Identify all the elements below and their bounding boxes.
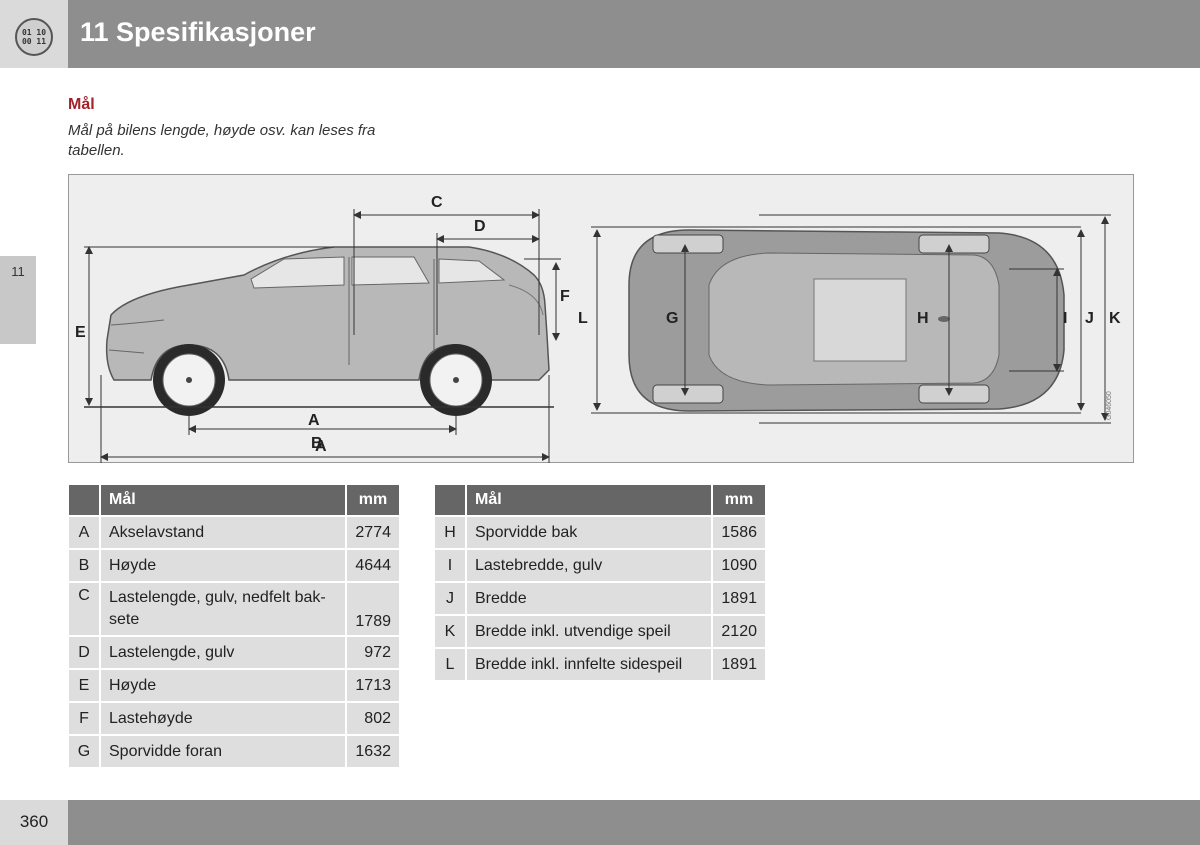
top-dimension-lines xyxy=(591,214,1111,424)
row-value: 1789 xyxy=(347,583,399,635)
section-intro: Mål på bilens lengde, høyde osv. kan les… xyxy=(68,122,376,159)
chapter-side-tab-label: 11 xyxy=(11,264,25,279)
label-j: J xyxy=(1085,310,1094,327)
table-row: A Akselavstand 2774 xyxy=(69,517,399,548)
row-value: 1891 xyxy=(713,649,765,680)
header-left-block: 01 10 00 11 xyxy=(0,0,68,68)
header-desc: Mål xyxy=(467,485,711,515)
page-title: 11 Spesifikasjoner xyxy=(80,17,316,47)
row-value: 4644 xyxy=(347,550,399,581)
header-value: mm xyxy=(713,485,765,515)
row-desc: Akselavstand xyxy=(101,517,345,548)
dimension-label-a: A xyxy=(315,438,327,455)
label-i: I xyxy=(1063,310,1068,327)
row-value: 2774 xyxy=(347,517,399,548)
spec-table-right: Mål mm H Sporvidde bak 1586 I Lastebredd… xyxy=(433,483,767,682)
label-k: K xyxy=(1109,310,1121,327)
row-letter: F xyxy=(69,703,99,734)
label-g: G xyxy=(666,310,679,327)
row-desc: Lastebredde, gulv xyxy=(467,550,711,581)
table-row: D Lastelengde, gulv 972 xyxy=(69,637,399,668)
row-desc: Bredde xyxy=(467,583,711,614)
table-row: J Bredde 1891 xyxy=(435,583,765,614)
row-letter: K xyxy=(435,616,465,647)
row-value: 1891 xyxy=(713,583,765,614)
row-letter: L xyxy=(435,649,465,680)
side-dimension-lines xyxy=(84,209,561,463)
car-dimensions-diagram: A B xyxy=(84,209,1111,463)
table-row: L Bredde inkl. innfelte sidespeil 1891 xyxy=(435,649,765,680)
table-row: B Høyde 4644 xyxy=(69,550,399,581)
row-value: 1632 xyxy=(347,736,399,767)
label-h: H xyxy=(917,310,929,327)
row-value: 802 xyxy=(347,703,399,734)
page-number: 360 xyxy=(19,812,49,831)
row-value: 2120 xyxy=(713,616,765,647)
row-letter: B xyxy=(69,550,99,581)
row-desc: Lastehøyde xyxy=(101,703,345,734)
table-row: H Sporvidde bak 1586 xyxy=(435,517,765,548)
label-l: L xyxy=(578,310,588,327)
footer-left-block xyxy=(0,800,68,845)
row-value: 1090 xyxy=(713,550,765,581)
table-row: C Lastelengde, gulv, nedfelt bak-sete 17… xyxy=(69,583,399,635)
row-letter: I xyxy=(435,550,465,581)
chapter-side-tab xyxy=(0,256,36,344)
dimensions-figure: A B C D E F A B L G H I J K xyxy=(68,174,1134,463)
table-row: F Lastehøyde 802 xyxy=(69,703,399,734)
row-letter: E xyxy=(69,670,99,701)
figure-code: G046050 xyxy=(1106,391,1113,420)
row-value: 1713 xyxy=(347,670,399,701)
table-row: E Høyde 1713 xyxy=(69,670,399,701)
row-letter: G xyxy=(69,736,99,767)
table-header-row: Mål mm xyxy=(435,485,765,515)
row-desc: Bredde inkl. utvendige speil xyxy=(467,616,711,647)
table-row: I Lastebredde, gulv 1090 xyxy=(435,550,765,581)
row-letter: A xyxy=(69,517,99,548)
section-title: Mål xyxy=(68,96,95,113)
label-a: A xyxy=(308,412,320,429)
row-desc: Høyde xyxy=(101,670,345,701)
car-side-view xyxy=(84,246,554,416)
chapter-icon: 01 10 00 11 xyxy=(15,18,53,56)
row-desc: Sporvidde foran xyxy=(101,736,345,767)
header-value: mm xyxy=(347,485,399,515)
row-desc: Lastelengde, gulv xyxy=(101,637,345,668)
row-value: 1586 xyxy=(713,517,765,548)
label-f: F xyxy=(560,288,570,305)
spec-table-left: Mål mm A Akselavstand 2774 B Høyde 4644 … xyxy=(67,483,401,769)
chapter-icon-line-2: 00 11 xyxy=(21,37,47,46)
row-letter: D xyxy=(69,637,99,668)
row-letter: H xyxy=(435,517,465,548)
label-e: E xyxy=(75,324,86,341)
label-c: C xyxy=(431,194,443,211)
table-header-row: Mål mm xyxy=(69,485,399,515)
table-row: K Bredde inkl. utvendige speil 2120 xyxy=(435,616,765,647)
row-letter: C xyxy=(69,583,99,635)
header-letter xyxy=(69,485,99,515)
label-d: D xyxy=(474,218,486,235)
row-value: 972 xyxy=(347,637,399,668)
row-desc: Bredde inkl. innfelte sidespeil xyxy=(467,649,711,680)
row-desc: Sporvidde bak xyxy=(467,517,711,548)
header-letter xyxy=(435,485,465,515)
row-desc: Høyde xyxy=(101,550,345,581)
header-desc: Mål xyxy=(101,485,345,515)
header-bar xyxy=(68,0,1200,68)
label-b: B xyxy=(311,435,323,452)
row-desc: Lastelengde, gulv, nedfelt bak-sete xyxy=(101,583,345,635)
table-row: G Sporvidde foran 1632 xyxy=(69,736,399,767)
chapter-icon-line-1: 01 10 xyxy=(21,28,47,37)
footer-bar xyxy=(68,800,1200,845)
car-top-view xyxy=(628,229,1065,412)
row-letter: J xyxy=(435,583,465,614)
